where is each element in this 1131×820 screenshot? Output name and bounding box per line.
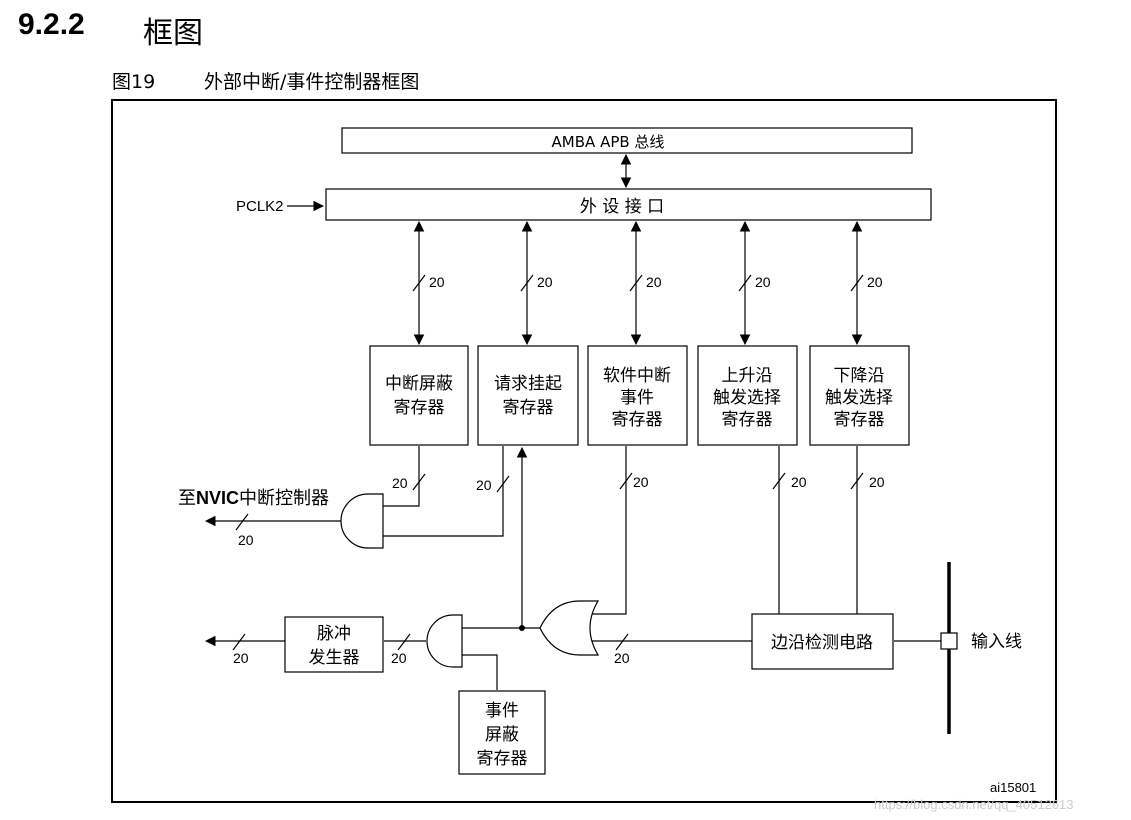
figure-title: 外部中断/事件控制器框图 bbox=[204, 71, 420, 93]
width-label-rising: 20 bbox=[791, 474, 807, 490]
width-label-4: 20 bbox=[755, 274, 771, 290]
falling-trigger-select-register bbox=[809, 345, 910, 446]
peripheral-interface bbox=[325, 188, 932, 221]
slash-swi bbox=[619, 472, 633, 490]
event-mask-line-3: 寄存器 bbox=[477, 749, 528, 769]
event-mask-line-1: 事件 bbox=[485, 701, 519, 721]
mask-to-and-wire bbox=[383, 446, 420, 507]
figure-code: ai15801 bbox=[990, 780, 1036, 795]
slash-1 bbox=[412, 274, 426, 292]
figure-number: 图19 bbox=[112, 71, 156, 93]
edge-detect-label: 边沿检测电路 bbox=[771, 633, 873, 653]
or-gate bbox=[539, 600, 600, 656]
event-mask-register bbox=[458, 690, 546, 775]
watermark: https://blog.csdn.net/qq_40512613 bbox=[874, 797, 1074, 812]
register-2-line-1: 请求挂起 bbox=[494, 374, 562, 394]
event-mask-line-2: 屏蔽 bbox=[485, 725, 519, 745]
slash-5 bbox=[850, 274, 864, 292]
event-mask-to-and-wire bbox=[462, 654, 498, 690]
wiring bbox=[204, 446, 941, 690]
register-4-line-1: 上升沿 bbox=[722, 366, 773, 386]
input-line-label: 输入线 bbox=[971, 632, 1022, 652]
nvic-label: 至NVIC中断控制器 bbox=[178, 488, 329, 509]
pulse-generator-line-1: 脉冲 bbox=[317, 624, 351, 644]
pending-to-and-wire bbox=[383, 446, 504, 537]
register-2-line-2: 寄存器 bbox=[503, 398, 554, 418]
swi-to-or-wire bbox=[586, 446, 627, 615]
register-5-line-1: 下降沿 bbox=[834, 366, 885, 386]
register-5-line-2: 触发选择 bbox=[825, 388, 893, 408]
width-label-1: 20 bbox=[429, 274, 445, 290]
edge-detect-circuit bbox=[751, 613, 894, 670]
width-label-2: 20 bbox=[537, 274, 553, 290]
slash-pulse bbox=[397, 633, 411, 651]
width-label-swi: 20 bbox=[633, 474, 649, 490]
register-3-line-3: 寄存器 bbox=[612, 410, 663, 430]
pclk2-label: PCLK2 bbox=[236, 198, 284, 215]
width-label-nvic: 20 bbox=[238, 532, 254, 548]
register-1-line-1: 中断屏蔽 bbox=[385, 374, 453, 394]
width-label-pending: 20 bbox=[476, 477, 492, 493]
diagram-frame bbox=[111, 99, 1057, 803]
slash-4 bbox=[738, 274, 752, 292]
width-label-5: 20 bbox=[867, 274, 883, 290]
register-3-line-2: 事件 bbox=[620, 388, 654, 408]
section-title: 框图 bbox=[143, 16, 203, 51]
amba-apb-bus-label: AMBA APB 总线 bbox=[552, 133, 665, 151]
slash-3 bbox=[629, 274, 643, 292]
nvic-suffix: 中断控制器 bbox=[239, 488, 329, 509]
software-interrupt-event-register bbox=[587, 345, 688, 446]
amba-apb-bus bbox=[341, 127, 913, 154]
width-label-falling: 20 bbox=[869, 474, 885, 490]
slash-edge bbox=[615, 633, 629, 651]
rising-trigger-select-register bbox=[697, 345, 798, 446]
width-label-3: 20 bbox=[646, 274, 662, 290]
interrupt-mask-register bbox=[369, 345, 469, 446]
register-buses bbox=[412, 220, 864, 346]
width-label-mask: 20 bbox=[392, 475, 408, 491]
nvic-prefix: 至 bbox=[178, 488, 196, 509]
slash-falling bbox=[850, 472, 864, 490]
pulse-generator bbox=[284, 616, 384, 673]
event-and-gate bbox=[426, 614, 463, 668]
register-3-line-1: 软件中断 bbox=[603, 366, 671, 386]
width-label-pulse: 20 bbox=[391, 650, 407, 666]
slash-pending bbox=[496, 475, 510, 493]
peripheral-interface-label: 外 设 接 口 bbox=[580, 197, 664, 217]
register-5-line-3: 寄存器 bbox=[834, 410, 885, 430]
slash-nvic bbox=[235, 513, 249, 531]
input-pin bbox=[940, 632, 958, 650]
slash-rising bbox=[772, 472, 786, 490]
pending-request-register bbox=[477, 345, 579, 446]
register-1-line-2: 寄存器 bbox=[394, 398, 445, 418]
pulse-generator-line-2: 发生器 bbox=[309, 648, 360, 668]
slash-event-out bbox=[232, 633, 246, 651]
nvic-bold: NVIC bbox=[196, 488, 239, 508]
slash-mask bbox=[412, 473, 426, 491]
nvic-and-gate bbox=[340, 493, 384, 549]
junction-dot bbox=[519, 625, 525, 631]
section-number: 9.2.2 bbox=[18, 8, 85, 41]
register-4-line-2: 触发选择 bbox=[713, 388, 781, 408]
width-label-event-out: 20 bbox=[233, 650, 249, 666]
width-label-edge: 20 bbox=[614, 650, 630, 666]
slash-2 bbox=[520, 274, 534, 292]
register-4-line-3: 寄存器 bbox=[722, 410, 773, 430]
